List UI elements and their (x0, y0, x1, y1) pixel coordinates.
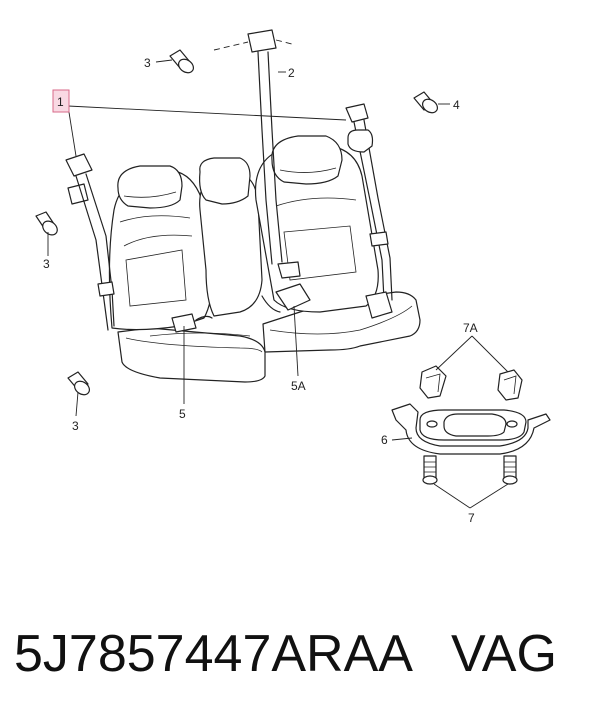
leader-lines (47, 59, 509, 509)
bolt-3-top (169, 49, 195, 74)
bolt-3-left (35, 211, 58, 236)
screw-7-left (422, 455, 438, 485)
bolt-4 (413, 91, 439, 114)
seat-belt-outer (65, 103, 393, 331)
callout-1-highlight (52, 89, 70, 113)
screw-7-right (502, 455, 518, 485)
part-number: 5J7857447ARAA (14, 625, 413, 683)
callout-7a: 7A (463, 321, 478, 335)
callout-6: 6 (381, 433, 388, 447)
callout-1: 1 (57, 95, 64, 109)
clip-7a-left (419, 365, 447, 399)
bolt-3-bottom (67, 371, 91, 396)
callout-3-top: 3 (144, 56, 151, 70)
callout-5a: 5A (291, 379, 306, 393)
callout-3-bottom: 3 (72, 419, 79, 433)
caption: 5J7857447ARAA VAG (14, 614, 594, 694)
brand-name: VAG (450, 625, 557, 683)
callout-4: 4 (453, 98, 460, 112)
seat-belt-center (213, 29, 311, 313)
callout-5: 5 (179, 407, 186, 421)
parts-diagram: 1 2 3 3 3 4 5 5A 6 7A 7 (35, 29, 551, 525)
mounting-bracket-6 (391, 403, 551, 455)
callout-7: 7 (468, 511, 475, 525)
buckle-5 (171, 313, 213, 333)
clip-7a-right (497, 369, 523, 401)
callout-3-left: 3 (43, 257, 50, 271)
callout-2: 2 (288, 66, 295, 80)
